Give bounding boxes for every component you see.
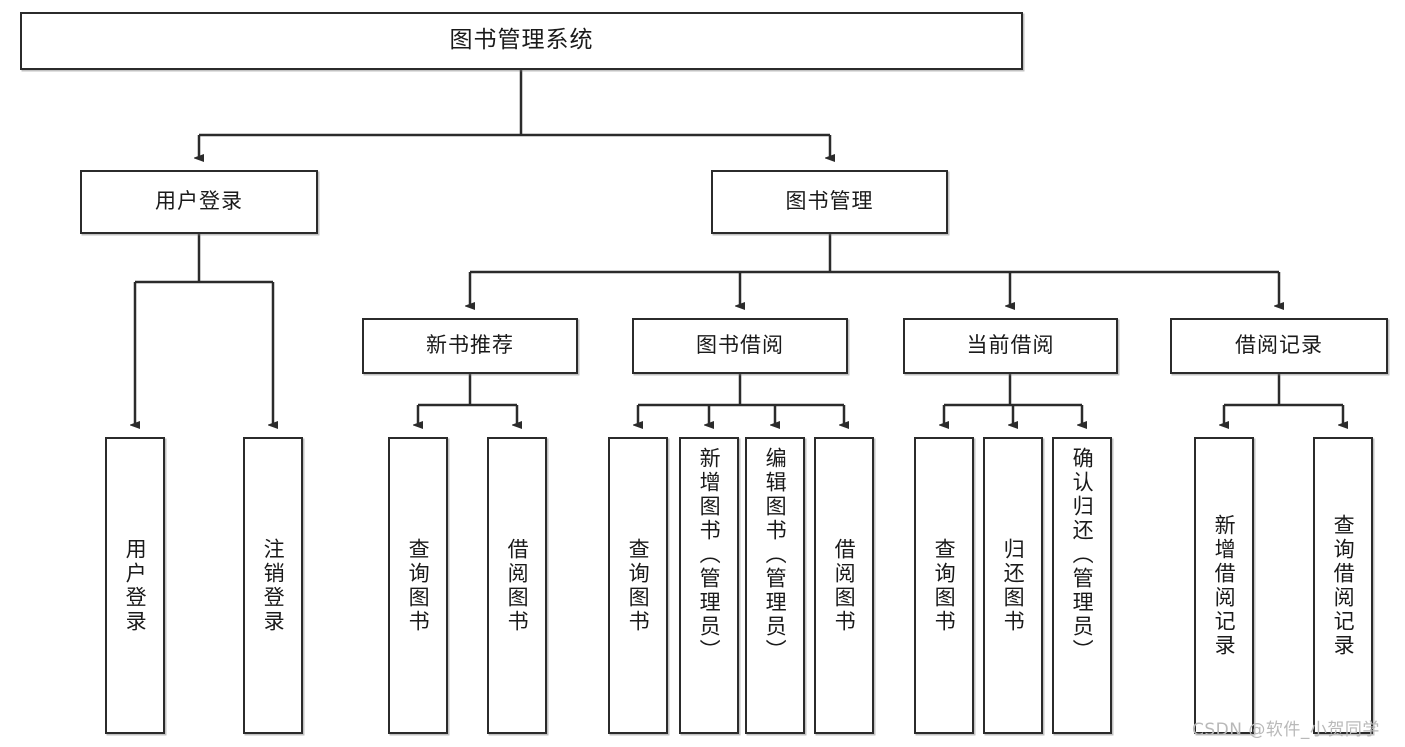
node-new-book-recommend[interactable]: 新书推荐 xyxy=(362,318,578,374)
node-label: 查询图书 xyxy=(932,537,957,634)
node-label: 归还图书 xyxy=(1001,537,1026,634)
node-label: 当前借阅 xyxy=(966,333,1055,358)
node-label: 借阅图书 xyxy=(832,537,857,634)
node-leaf-query-book-2[interactable]: 查询图书 xyxy=(608,437,668,734)
node-leaf-confirm-return[interactable]: 确认归还（管理员） xyxy=(1052,437,1112,734)
node-label: 新书推荐 xyxy=(426,333,514,358)
node-label: 图书管理系统 xyxy=(449,27,594,54)
node-borrow-record[interactable]: 借阅记录 xyxy=(1170,318,1388,374)
node-leaf-user-login[interactable]: 用户登录 xyxy=(105,437,165,734)
csdn-watermark: CSDN @软件_小贺同学 xyxy=(1192,720,1380,740)
node-label: 借阅记录 xyxy=(1235,333,1323,358)
node-label: 用户登录 xyxy=(123,537,148,634)
node-label: 注销登录 xyxy=(261,537,286,634)
node-leaf-add-record[interactable]: 新增借阅记录 xyxy=(1194,437,1254,734)
node-label: 编辑图书（管理员） xyxy=(763,447,788,663)
node-leaf-logout[interactable]: 注销登录 xyxy=(243,437,303,734)
node-leaf-query-record[interactable]: 查询借阅记录 xyxy=(1313,437,1373,734)
node-leaf-borrow-book-2[interactable]: 借阅图书 xyxy=(814,437,874,734)
node-label: 新增图书（管理员） xyxy=(697,447,722,663)
node-current-borrow[interactable]: 当前借阅 xyxy=(903,318,1118,374)
node-leaf-query-book-1[interactable]: 查询图书 xyxy=(388,437,448,734)
node-label: 查询图书 xyxy=(626,537,651,634)
node-label: 确认归还（管理员） xyxy=(1070,447,1095,663)
node-label: 借阅图书 xyxy=(505,537,530,634)
node-label: 查询图书 xyxy=(406,537,431,634)
node-label: 图书管理 xyxy=(785,189,874,214)
node-label: 查询借阅记录 xyxy=(1331,513,1356,658)
node-root-system[interactable]: 图书管理系统 xyxy=(20,12,1023,70)
node-leaf-query-book-3[interactable]: 查询图书 xyxy=(914,437,974,734)
node-leaf-borrow-book-1[interactable]: 借阅图书 xyxy=(487,437,547,734)
node-user-login[interactable]: 用户登录 xyxy=(80,170,318,234)
node-label: 图书借阅 xyxy=(696,333,784,358)
node-leaf-add-book[interactable]: 新增图书（管理员） xyxy=(679,437,739,734)
node-leaf-edit-book[interactable]: 编辑图书（管理员） xyxy=(745,437,805,734)
node-label: 用户登录 xyxy=(155,189,243,214)
node-book-borrow[interactable]: 图书借阅 xyxy=(632,318,848,374)
node-label: 新增借阅记录 xyxy=(1212,513,1237,658)
node-leaf-return-book[interactable]: 归还图书 xyxy=(983,437,1043,734)
node-book-manage[interactable]: 图书管理 xyxy=(711,170,948,234)
